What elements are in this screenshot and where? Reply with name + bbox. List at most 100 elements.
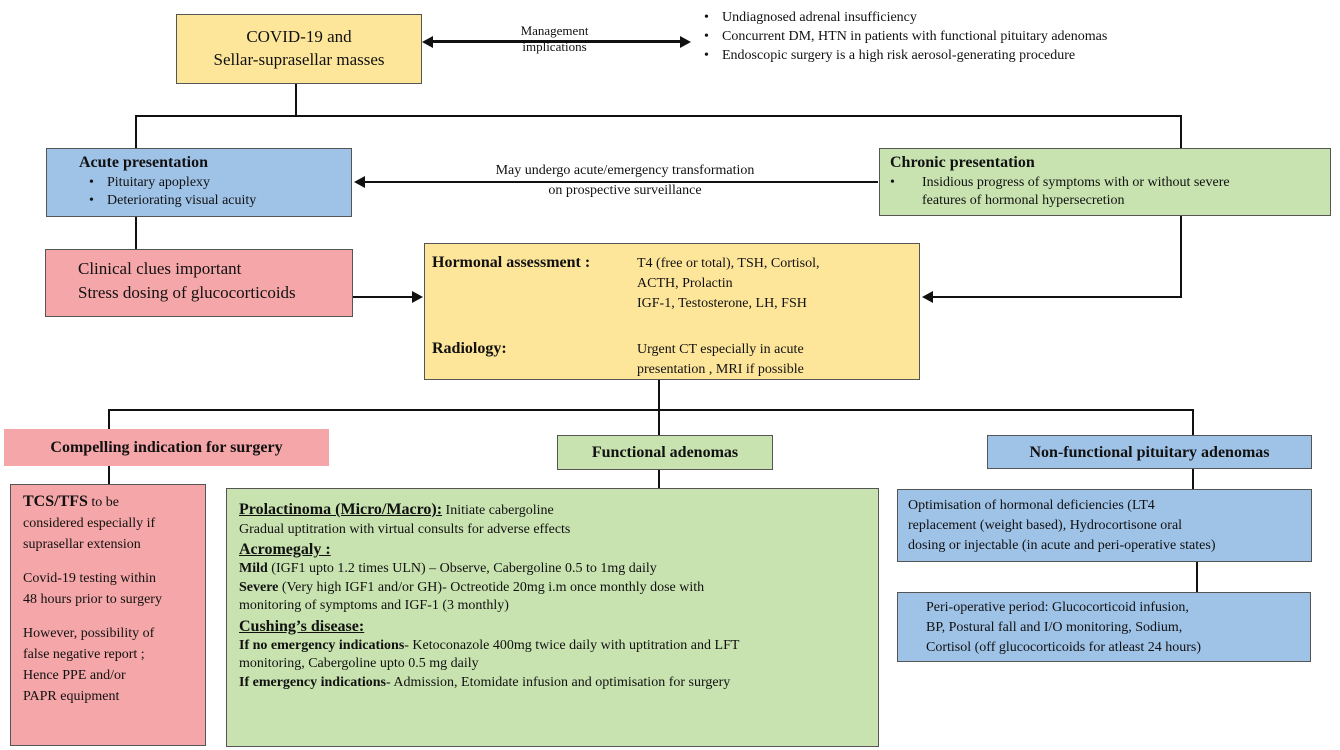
- optimisation-box: Optimisation of hormonal deficiencies (L…: [897, 489, 1312, 562]
- severe-line2: monitoring of symptoms and IGF-1 (3 mont…: [239, 598, 509, 613]
- opt-line2: replacement (weight based), Hydrocortiso…: [908, 518, 1183, 533]
- chronic-to-assessment: [932, 296, 1182, 298]
- chronic-title: Chronic presentation: [890, 154, 1035, 171]
- peri-line1: Peri-operative period: Glucocorticoid in…: [926, 600, 1189, 615]
- chronic-item-line1: Insidious progress of symptoms with or w…: [922, 175, 1230, 190]
- top-arrow-shaft: [432, 40, 680, 43]
- clinical-to-assessment: [353, 296, 413, 298]
- transform-line1: May undergo acute/emergency transformati…: [495, 163, 755, 178]
- mild-line: Mild (IGF1 upto 1.2 times ULN) – Observe…: [239, 560, 878, 579]
- implication-item: Undiagnosed adrenal insufficiency: [704, 8, 1107, 27]
- surgery-box: TCS/TFS to be considered especially if s…: [10, 484, 206, 746]
- prl-line2: Gradual uptitration with virtual consult…: [239, 521, 571, 537]
- clinical-line1: Clinical clues important: [78, 259, 242, 278]
- clinical-arrow-head: [412, 291, 423, 303]
- covid-title-box: COVID-19 and Sellar-suprasellar masses: [176, 14, 422, 84]
- covid-title-line1: COVID-19 and: [246, 27, 352, 46]
- acute-to-clinical: [135, 217, 137, 249]
- chronic-arrow-head: [922, 291, 933, 303]
- management-label-line2: implications: [522, 39, 587, 54]
- acute-list: Pituitary apoplexy Deteriorating visual …: [89, 174, 351, 210]
- top-horizontal: [135, 115, 1182, 117]
- surgery-l4: Covid-19 testing within: [23, 571, 156, 586]
- transform-label: May undergo acute/emergency transformati…: [440, 161, 810, 201]
- acro-title: Acromegaly :: [239, 541, 331, 558]
- transform-line2: on prospective surveillance: [548, 183, 702, 198]
- noemg-text: - Ketoconazole 400mg twice daily with up…: [404, 637, 740, 653]
- severe-line: Severe (Very high IGF1 and/or GH)- Octre…: [239, 579, 878, 598]
- transform-arrow-head: [354, 176, 365, 188]
- tcs-rest: to be: [87, 495, 120, 510]
- surgery-l7: false negative report ;: [23, 647, 145, 662]
- acute-item: Deteriorating visual acuity: [89, 192, 351, 210]
- prl-line: Prolactinoma (Micro/Macro): Initiate cab…: [239, 501, 878, 521]
- nonfunctional-header-text: Non-functional pituitary adenomas: [1029, 444, 1270, 461]
- acute-presentation-box: Acute presentation Pituitary apoplexy De…: [46, 148, 352, 217]
- top-stem: [295, 84, 297, 116]
- functional-header-to-box: [658, 470, 660, 488]
- assessment-box: Hormonal assessment : T4 (free or total)…: [424, 243, 920, 380]
- noemg-line2: monitoring, Cabergoline upto 0.5 mg dail…: [239, 656, 479, 671]
- hormonal-label: Hormonal assessment :: [432, 254, 591, 271]
- bottom-horizontal: [108, 409, 1194, 411]
- top-arrow-head-right: [680, 35, 691, 48]
- functional-box: Prolactinoma (Micro/Macro): Initiate cab…: [226, 488, 879, 747]
- peri-line2: BP, Postural fall and I/O monitoring, So…: [926, 620, 1183, 635]
- severe-bold: Severe: [239, 579, 279, 595]
- emg-text: - Admission, Etomidate infusion and opti…: [385, 674, 731, 690]
- transform-arrow-shaft: [364, 181, 878, 183]
- implication-item: Endoscopic surgery is a high risk aeroso…: [704, 46, 1107, 65]
- top-arrow-head-left: [422, 35, 433, 48]
- nonfunctional-drop: [1192, 409, 1194, 435]
- tcs-bold: TCS/TFS: [23, 493, 88, 510]
- covid-title-line2: Sellar-suprasellar masses: [213, 50, 385, 69]
- severe-text: (Very high IGF1 and/or GH)- Octreotide 2…: [278, 579, 705, 595]
- hormonal-line2: ACTH, Prolactin: [637, 276, 733, 291]
- cushing-title: Cushing’s disease:: [239, 617, 365, 635]
- functional-header: Functional adenomas: [557, 435, 773, 470]
- emg-line: If emergency indications- Admission, Eto…: [239, 674, 878, 693]
- surgery-l9: PAPR equipment: [23, 689, 120, 704]
- opt-line3: dosing or injectable (in acute and peri-…: [908, 538, 1216, 553]
- surgery-l5: 48 hours prior to surgery: [23, 592, 162, 607]
- surgery-header-text: Compelling indication for surgery: [50, 439, 283, 456]
- surgery-header: Compelling indication for surgery: [4, 429, 329, 466]
- hormonal-line1: T4 (free or total), TSH, Cortisol,: [637, 256, 820, 271]
- acute-item: Pituitary apoplexy: [89, 174, 351, 192]
- functional-header-text: Functional adenomas: [591, 444, 739, 461]
- assessment-stem: [658, 380, 660, 410]
- peri-line3: Cortisol (off glucocorticoids for atleas…: [926, 640, 1202, 655]
- noemg-bold: If no emergency indications: [239, 637, 405, 653]
- chronic-down: [1180, 216, 1182, 297]
- opt-line1: Optimisation of hormonal deficiencies (L…: [908, 498, 1155, 513]
- prl-text: Initiate cabergoline: [442, 503, 554, 518]
- management-label-line1: Management: [520, 23, 589, 38]
- mild-bold: Mild: [239, 561, 268, 576]
- radiology-line1: Urgent CT especially in acute: [637, 342, 804, 357]
- clinical-clues-box: Clinical clues important Stress dosing o…: [45, 249, 353, 317]
- surgery-drop: [108, 409, 110, 429]
- nonfunctional-header: Non-functional pituitary adenomas: [987, 435, 1312, 469]
- noemg-line: If no emergency indications- Ketoconazol…: [239, 637, 878, 656]
- surgery-l2: considered especially if: [23, 516, 156, 531]
- chronic-presentation-box: Chronic presentation • Insidious progres…: [879, 148, 1331, 216]
- chronic-item-line2: features of hormonal hypersecretion: [922, 193, 1125, 208]
- mild-text: (IGF1 upto 1.2 times ULN) – Observe, Cab…: [267, 561, 657, 576]
- surgery-header-to-box: [108, 466, 110, 484]
- functional-drop: [658, 409, 660, 435]
- emg-bold: If emergency indications: [239, 674, 386, 690]
- surgery-l3: suprasellar extension: [23, 537, 141, 552]
- radiology-label: Radiology:: [432, 340, 507, 357]
- implication-item: Concurrent DM, HTN in patients with func…: [704, 27, 1107, 46]
- prl-title: Prolactinoma (Micro/Macro):: [239, 501, 443, 518]
- radiology-line2: presentation , MRI if possible: [637, 362, 804, 377]
- clinical-line2: Stress dosing of glucocorticoids: [78, 283, 296, 302]
- opt-to-peri: [1196, 562, 1198, 592]
- perioperative-box: Peri-operative period: Glucocorticoid in…: [897, 592, 1311, 662]
- chronic-drop: [1180, 115, 1182, 148]
- management-label: Management implications: [472, 23, 637, 55]
- implications-list: Undiagnosed adrenal insufficiency Concur…: [704, 8, 1107, 65]
- tcs-line: TCS/TFS to be: [23, 491, 205, 513]
- chronic-bullet: •: [890, 175, 895, 190]
- surgery-l6: However, possibility of: [23, 626, 155, 641]
